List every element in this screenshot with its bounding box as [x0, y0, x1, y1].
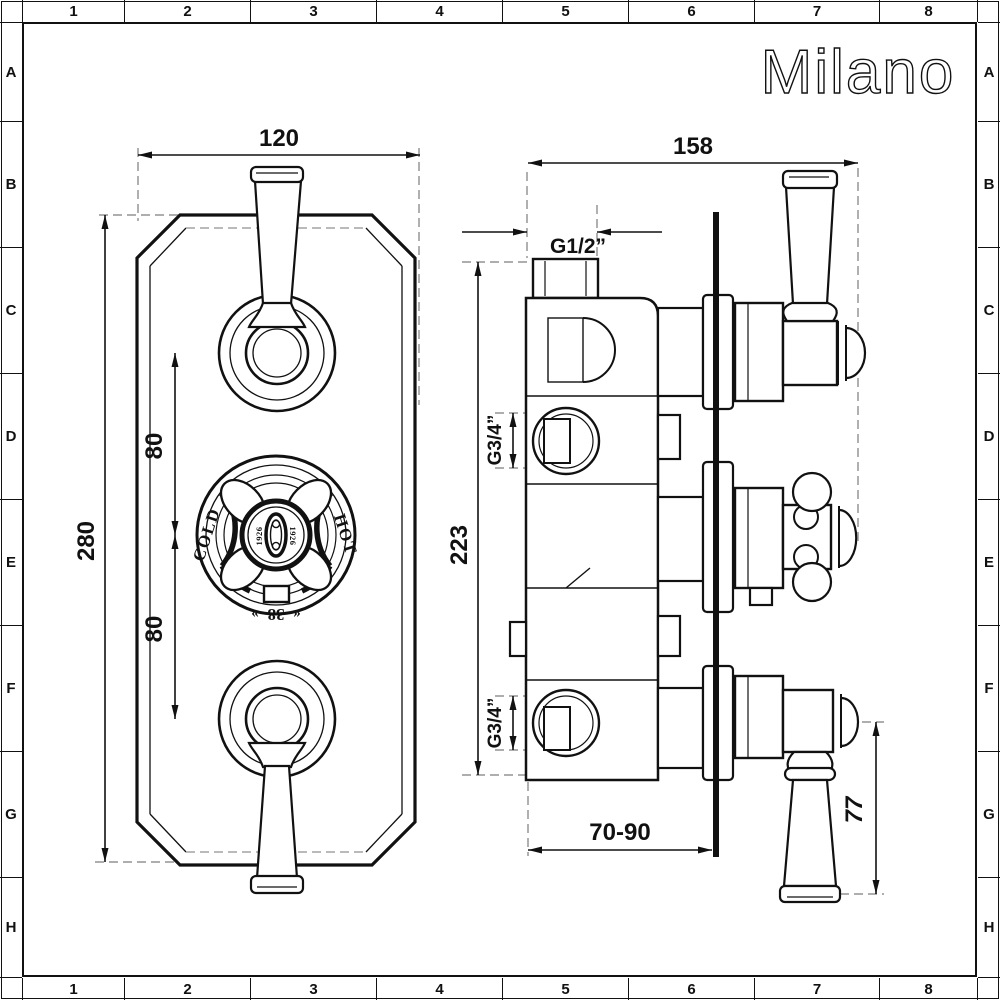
top-outlet-port [531, 257, 600, 300]
grid-row-label: F [0, 626, 22, 752]
grid-row-label: A [0, 22, 22, 122]
dial-38-right-chevron: » [251, 607, 259, 623]
side-view: 158 G1/2” 223 G3/4” G3/4” 70-90 77 [446, 133, 884, 904]
grid-col-label: 1 [22, 0, 125, 22]
body-section-lines [526, 395, 658, 681]
grid-row-label: B [978, 122, 1000, 248]
grid-strip-right: A B C D E F G H [978, 22, 1000, 978]
temp-stop-button [748, 586, 774, 607]
grid-row-label: C [978, 248, 1000, 374]
side-middle-station [733, 471, 858, 607]
top-lever-handle [247, 165, 307, 329]
brand-logo: Milano [761, 38, 956, 107]
grid-row-label: G [978, 752, 1000, 878]
dial-38-temp: 38 [268, 605, 285, 624]
dim-handle-77: 77 [841, 795, 868, 823]
dim-install-depth-70-90: 70-90 [589, 819, 650, 846]
dial-engraving-right: 1926 [288, 527, 298, 546]
dial-38-left-chevron: « [293, 607, 301, 623]
grid-col-label: 3 [251, 0, 377, 22]
grid-row-label: G [0, 752, 22, 878]
grid-col-label: 7 [755, 978, 880, 1000]
valve-body [508, 257, 705, 782]
dial-hub [239, 498, 313, 572]
grid-col-label: 7 [755, 0, 880, 22]
lower-inlet-port [531, 688, 601, 758]
grid-col-label: 8 [880, 978, 978, 1000]
grid-col-label: 4 [377, 0, 503, 22]
side-bottom-lever [778, 750, 842, 904]
grid-col-label: 6 [629, 978, 755, 1000]
grid-row-label: C [0, 248, 22, 374]
dim-thread-g12: G1/2” [550, 235, 606, 258]
grid-row-label: E [978, 500, 1000, 626]
dim-thread-g34-upper: G3/4” [485, 415, 506, 466]
dim-height-280: 280 [73, 521, 100, 561]
front-view: 1926 1926 COLD HOT « 38 » [73, 125, 420, 895]
top-diverter-control [217, 165, 337, 413]
dim-depth-158: 158 [673, 133, 713, 160]
side-dimensions [462, 159, 880, 894]
dim-spacing-80-lower: 80 [141, 616, 168, 643]
dim-thread-g34-lower: G3/4” [485, 698, 506, 749]
body-wall-stubs [508, 306, 705, 770]
grid-row-label: E [0, 500, 22, 626]
side-top-lever [781, 169, 839, 323]
side-bottom-station [733, 674, 860, 904]
grid-row-label: A [978, 22, 1000, 122]
dim-spacing-80-upper: 80 [141, 433, 168, 460]
grid-col-label: 2 [125, 978, 251, 1000]
dim-width-120: 120 [259, 125, 299, 152]
upper-inlet-port [531, 406, 601, 476]
grid-row-label: H [978, 878, 1000, 978]
front-dimensions [101, 151, 420, 862]
bottom-volume-control [217, 659, 337, 895]
dial-38-stop-marking: « 38 » [251, 605, 301, 624]
grid-row-label: D [0, 374, 22, 500]
grid-col-label: 1 [22, 978, 125, 1000]
cartridge-dome-detail [582, 317, 616, 383]
grid-row-label: F [978, 626, 1000, 752]
grid-col-label: 4 [377, 978, 503, 1000]
grid-col-label: 8 [880, 0, 978, 22]
side-top-station [733, 169, 867, 403]
grid-col-label: 5 [503, 0, 629, 22]
grid-strip-top: 1 2 3 4 5 6 7 8 [22, 0, 978, 22]
cartridge-detail [547, 317, 584, 383]
drawing-frame [22, 22, 977, 977]
grid-strip-left: A B C D E F G H [0, 22, 22, 978]
grid-col-label: 3 [251, 978, 377, 1000]
faceplate-bevel [149, 227, 403, 853]
grid-col-label: 2 [125, 0, 251, 22]
dial-override-button [262, 584, 291, 604]
bottom-lever-handle [247, 741, 307, 895]
grid-strip-bottom: 1 2 3 4 5 6 7 8 [22, 978, 978, 1000]
grid-row-label: D [978, 374, 1000, 500]
grid-col-label: 6 [629, 0, 755, 22]
grid-col-label: 5 [503, 978, 629, 1000]
dial-engraving-left: 1926 [254, 527, 264, 546]
grid-row-label: B [0, 122, 22, 248]
grid-row-label: H [0, 878, 22, 978]
dim-body-height-223: 223 [446, 525, 473, 565]
